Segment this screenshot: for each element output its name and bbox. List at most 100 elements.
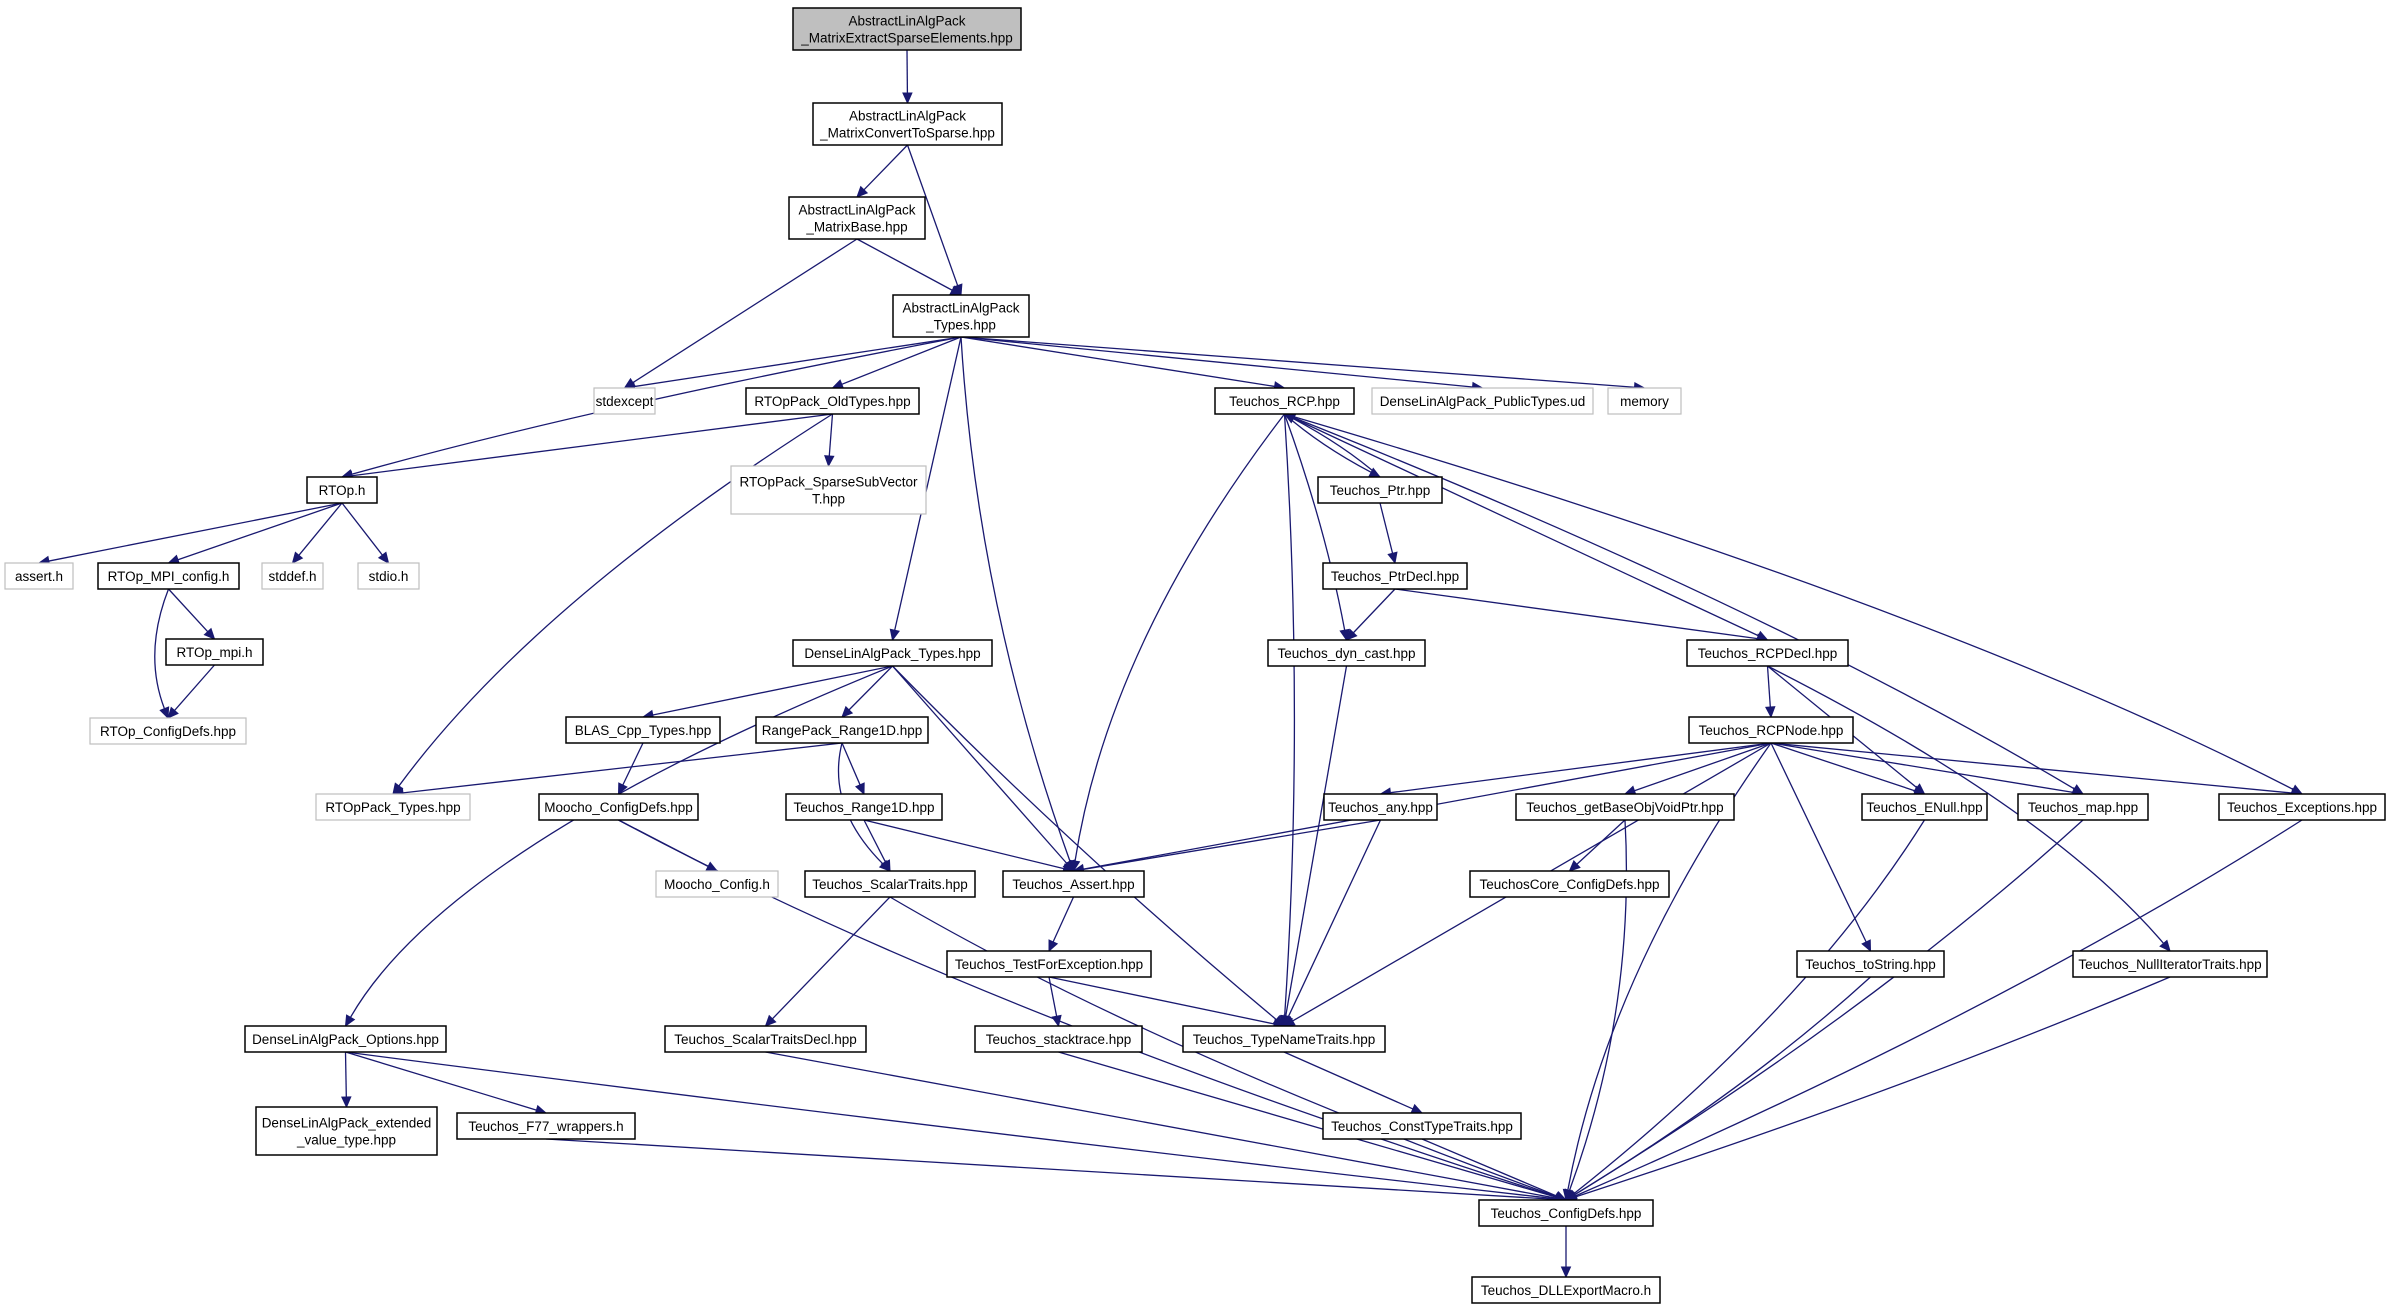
node-enull[interactable]: Teuchos_ENull.hpp xyxy=(1861,793,1988,821)
edge-any-to-assert xyxy=(1083,819,1381,871)
edge-types-to-assert xyxy=(960,336,1071,862)
node-any[interactable]: Teuchos_any.hpp xyxy=(1323,793,1438,821)
node-rtoph[interactable]: RTOp.h xyxy=(306,476,378,504)
arrowhead-range1d-to-trange1d xyxy=(854,782,865,796)
node-label: Teuchos_Ptr.hpp xyxy=(1330,483,1431,498)
node-dllexport[interactable]: Teuchos_DLLExportMacro.h xyxy=(1471,1276,1661,1304)
edge-rcpnode-to-any xyxy=(1390,742,1772,794)
node-map[interactable]: Teuchos_map.hpp xyxy=(2017,793,2149,821)
node-dlapub: DenseLinAlgPack_PublicTypes.ud xyxy=(1371,387,1594,415)
arrowhead-rtopmpi-to-rtopconfig xyxy=(167,706,179,719)
node-dlaext[interactable]: DenseLinAlgPack_extended_value_type.hpp xyxy=(255,1106,438,1156)
node-box xyxy=(2017,793,2149,821)
node-rcpnode[interactable]: Teuchos_RCPNode.hpp xyxy=(1688,716,1854,744)
node-label: Teuchos_Assert.hpp xyxy=(1012,877,1134,892)
edge-rcpnode-to-enull xyxy=(1770,742,1916,792)
node-testexc[interactable]: Teuchos_TestForException.hpp xyxy=(946,950,1152,978)
node-root[interactable]: AbstractLinAlgPack_MatrixExtractSparseEl… xyxy=(792,7,1022,51)
node-mpiconfig[interactable]: RTOp_MPI_config.h xyxy=(97,562,240,590)
node-moochoconf[interactable]: Moocho_ConfigDefs.hpp xyxy=(538,793,699,821)
node-dlatypes[interactable]: DenseLinAlgPack_Types.hpp xyxy=(792,639,993,667)
edge-ptrdecl-to-rcpdecl xyxy=(1394,588,1758,640)
node-rcpdecl[interactable]: Teuchos_RCPDecl.hpp xyxy=(1686,639,1849,667)
node-nulliter[interactable]: Teuchos_NullIteratorTraits.hpp xyxy=(2072,950,2268,978)
edge-ptrdecl-to-dyncast xyxy=(1352,588,1396,634)
node-scalardecl[interactable]: Teuchos_ScalarTraitsDecl.hpp xyxy=(664,1025,867,1053)
node-getbase[interactable]: Teuchos_getBaseObjVoidPtr.hpp xyxy=(1515,793,1735,821)
edge-dlaopts-to-configdefs xyxy=(345,1051,1557,1200)
node-box xyxy=(1471,1276,1661,1304)
edge-layer xyxy=(37,49,2304,1279)
node-dlaopts[interactable]: DenseLinAlgPack_Options.hpp xyxy=(244,1025,447,1053)
edge-rcp-to-assert xyxy=(1074,413,1286,862)
edge-types-to-stdexcept xyxy=(634,336,962,388)
node-ptrdecl[interactable]: Teuchos_PtrDecl.hpp xyxy=(1322,562,1468,590)
edge-rtoph-to-stdio xyxy=(341,502,383,556)
node-label: RangePack_Range1D.hpp xyxy=(762,723,923,738)
node-label: stdio.h xyxy=(369,569,409,584)
edge-types-to-memory xyxy=(960,336,1635,388)
node-box xyxy=(2072,950,2268,978)
node-consttype[interactable]: Teuchos_ConstTypeTraits.hpp xyxy=(1322,1112,1522,1140)
node-rtopmpi[interactable]: RTOp_mpi.h xyxy=(165,638,264,666)
edge-rtoph-to-mpiconfig xyxy=(177,502,343,561)
node-assert[interactable]: Teuchos_Assert.hpp xyxy=(1002,870,1145,898)
node-ptr[interactable]: Teuchos_Ptr.hpp xyxy=(1317,476,1443,504)
node-label: _value_type.hpp xyxy=(296,1133,396,1148)
node-stdexcept: stdexcept xyxy=(593,387,656,415)
node-dyncast[interactable]: Teuchos_dyn_cast.hpp xyxy=(1267,639,1426,667)
edge-rcp-to-exceptions xyxy=(1284,413,2294,790)
node-box xyxy=(1322,1112,1522,1140)
node-box xyxy=(745,387,920,415)
edge-typename-to-consttype xyxy=(1283,1051,1414,1110)
node-rtopold[interactable]: RTOpPack_OldTypes.hpp xyxy=(745,387,920,415)
node-memory: memory xyxy=(1607,387,1682,415)
edge-testexc-to-typename xyxy=(1048,976,1275,1025)
node-stacktrace[interactable]: Teuchos_stacktrace.hpp xyxy=(974,1025,1143,1053)
node-box xyxy=(165,638,264,666)
arrowhead-rcpdecl-to-rcpnode xyxy=(1765,706,1776,719)
arrowhead-getbase-to-coreconf xyxy=(1568,860,1581,872)
node-label: BLAS_Cpp_Types.hpp xyxy=(575,723,712,738)
node-label: AbstractLinAlgPack xyxy=(848,14,965,29)
node-scalar[interactable]: Teuchos_ScalarTraits.hpp xyxy=(804,870,976,898)
arrowhead-trange1d-to-scalar xyxy=(880,859,891,873)
node-blas[interactable]: BLAS_Cpp_Types.hpp xyxy=(565,716,721,744)
node-box xyxy=(4,562,74,590)
node-moochocfg: Moocho_Config.h xyxy=(655,870,779,898)
node-box xyxy=(974,1025,1143,1053)
node-box xyxy=(1322,562,1468,590)
node-box xyxy=(1688,716,1854,744)
node-configdefs[interactable]: Teuchos_ConfigDefs.hpp xyxy=(1478,1199,1654,1227)
node-label: Moocho_ConfigDefs.hpp xyxy=(544,800,693,815)
node-f77[interactable]: Teuchos_F77_wrappers.h xyxy=(456,1112,636,1140)
node-tostring[interactable]: Teuchos_toString.hpp xyxy=(1796,950,1945,978)
edge-conv-to-types xyxy=(906,144,959,286)
edge-scalar-to-scalardecl xyxy=(771,896,891,1020)
node-box xyxy=(1796,950,1945,978)
node-rcp[interactable]: Teuchos_RCP.hpp xyxy=(1214,387,1355,415)
node-box xyxy=(1469,870,1670,898)
node-label: DenseLinAlgPack_Options.hpp xyxy=(252,1032,439,1047)
node-types[interactable]: AbstractLinAlgPack_Types.hpp xyxy=(892,294,1030,338)
node-conv[interactable]: AbstractLinAlgPack_MatrixConvertToSparse… xyxy=(812,102,1003,146)
node-trange1d[interactable]: Teuchos_Range1D.hpp xyxy=(785,793,943,821)
node-typename[interactable]: Teuchos_TypeNameTraits.hpp xyxy=(1182,1025,1386,1053)
edge-rcp-to-dyncast xyxy=(1283,413,1346,631)
node-label: Teuchos_RCPNode.hpp xyxy=(1699,723,1844,738)
edge-types-to-rcp xyxy=(960,336,1275,388)
node-coreconf[interactable]: TeuchosCore_ConfigDefs.hpp xyxy=(1469,870,1670,898)
edge-dlatypes-to-range1d xyxy=(848,665,893,711)
node-mbase[interactable]: AbstractLinAlgPack_MatrixBase.hpp xyxy=(788,196,926,240)
arrowhead-any-to-typename xyxy=(1283,1014,1294,1028)
node-range1d[interactable]: RangePack_Range1D.hpp xyxy=(755,716,929,744)
node-box xyxy=(1515,793,1735,821)
node-label: T.hpp xyxy=(812,492,845,507)
node-label: Teuchos_TypeNameTraits.hpp xyxy=(1193,1032,1376,1047)
node-label: _Types.hpp xyxy=(925,318,996,333)
edge-dlaopts-to-dlaext xyxy=(344,1051,347,1098)
node-exceptions[interactable]: Teuchos_Exceptions.hpp xyxy=(2218,793,2386,821)
node-box xyxy=(1317,476,1443,504)
